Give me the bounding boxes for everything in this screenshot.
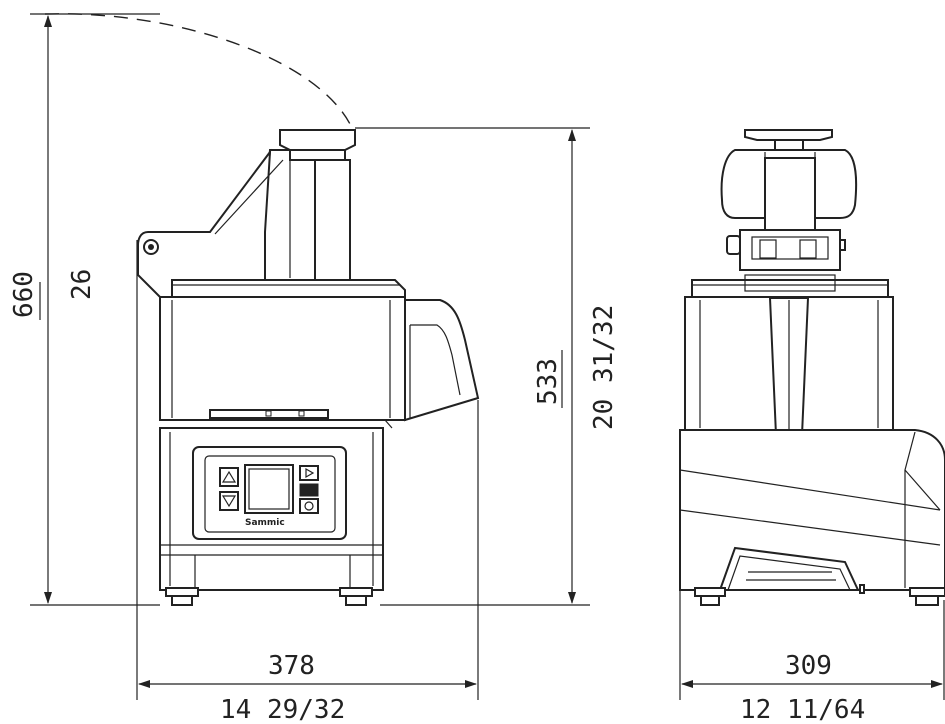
body-upper [159, 296, 406, 421]
brand-logo: Sammic [245, 518, 285, 528]
lid-band [171, 279, 406, 299]
height-total-mm: 660 [9, 271, 39, 318]
pusher-column [314, 159, 351, 281]
height-body-mm: 533 [533, 358, 563, 405]
height-body-in: 20 31/32 [589, 305, 619, 430]
dimension-width: 309 12 11/64 [681, 651, 943, 724]
lid-arm [137, 148, 272, 298]
front-lid-band [691, 279, 889, 299]
width-mm: 309 [785, 651, 832, 681]
clamp-knob [726, 235, 741, 255]
height-total-in: 26 [67, 269, 97, 300]
foot-rear [339, 587, 373, 597]
front-clamp [739, 229, 841, 271]
dimension-height-total: 660 26 [9, 15, 97, 604]
dimension-depth: 378 14 29/32 [138, 651, 477, 724]
front-foot-right [909, 587, 945, 597]
side-view: Sammic [30, 13, 590, 700]
dimension-height-body: 533 20 31/32 [533, 129, 619, 604]
depth-in: 14 29/32 [220, 695, 345, 724]
ejector-chute [404, 299, 480, 422]
foot-front [165, 587, 199, 597]
display-screen [244, 464, 294, 514]
front-foot-left [694, 587, 726, 597]
front-pusher-handle [744, 129, 833, 141]
depth-mm: 378 [268, 651, 315, 681]
mode-button [299, 483, 319, 497]
lid-swing-arc [44, 13, 353, 129]
front-view [679, 129, 945, 700]
width-in: 12 11/64 [740, 695, 865, 724]
pusher-handle [279, 129, 356, 151]
